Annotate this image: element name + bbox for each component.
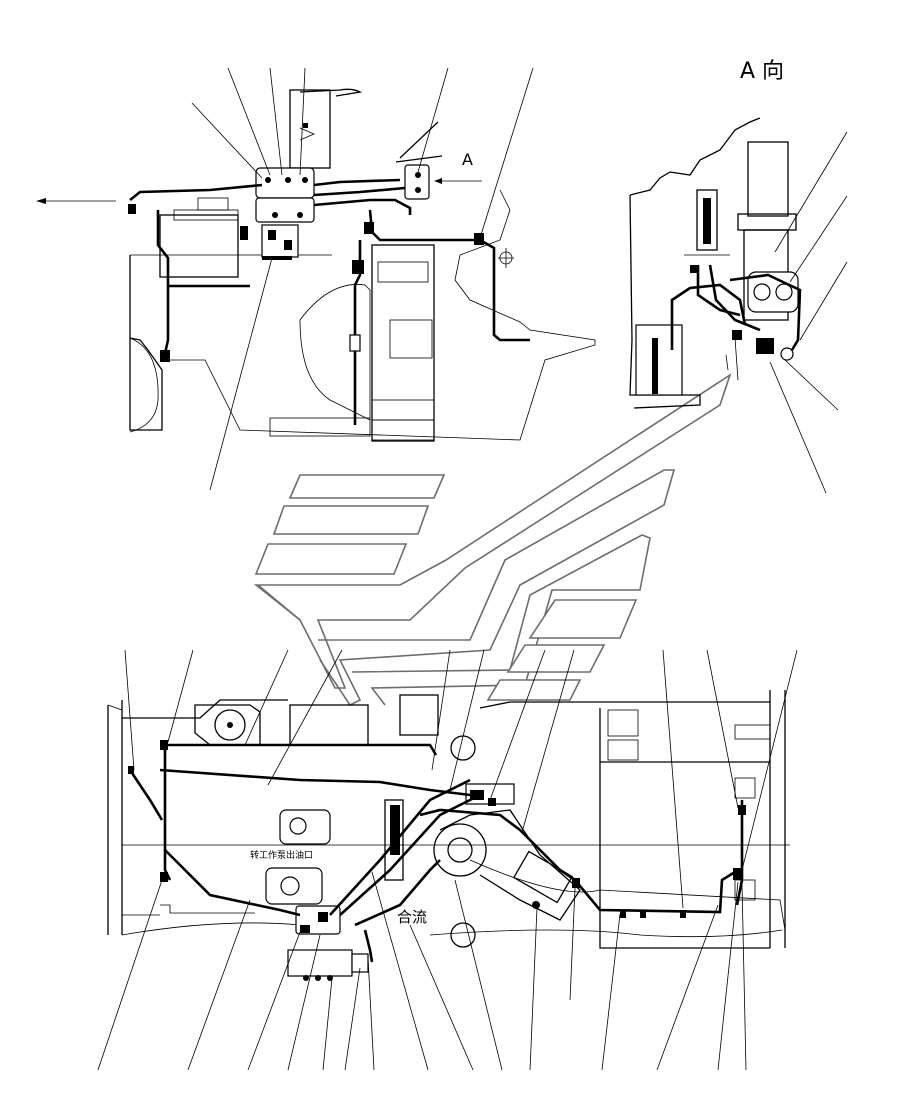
pump-note-label: 转工作泵出油口 [250,849,313,861]
merge-note-label: 合流 [397,908,427,926]
watermark-logo [253,373,732,707]
top-side-view: A [36,67,596,491]
view-a-title: A 向 [740,59,784,84]
bottom-plan-view: 转工作泵出油口 合流 [97,649,798,1071]
view-a-detail: A 向 [629,59,848,494]
view-arrow-label: A [462,150,473,169]
